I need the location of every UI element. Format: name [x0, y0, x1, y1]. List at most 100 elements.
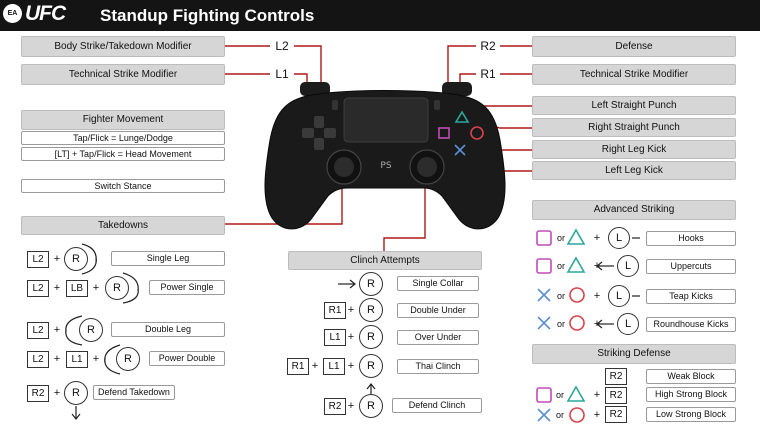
plus-sign: + [53, 353, 61, 365]
right-stick-icon: R [359, 354, 383, 378]
plus-sign: + [347, 331, 355, 343]
touchpad [343, 97, 429, 143]
movement-line-1: Tap/Flick = Lunge/Dodge [21, 131, 225, 145]
triangle-button-icon [566, 228, 586, 245]
cross-button-icon [454, 144, 466, 156]
square-button-icon [536, 258, 552, 274]
double-under-label: Double Under [397, 303, 479, 318]
switch-stance-label: Switch Stance [21, 179, 225, 193]
over-under-label: Over Under [397, 330, 479, 345]
plus-sign: + [311, 360, 319, 372]
takedown-key: L2 [27, 280, 49, 297]
right-stick-icon: R [359, 394, 383, 418]
triangle-button-icon [454, 110, 470, 123]
plus-sign: + [53, 253, 61, 265]
triangle-button-label: Right Straight Punch [532, 118, 736, 137]
r1-bumper [442, 82, 472, 96]
cross-button-icon [537, 408, 551, 422]
left-stick-icon: L [617, 313, 639, 335]
plus-sign: + [593, 389, 601, 401]
ps4-controller: PS [264, 82, 506, 230]
right-stick-icon [409, 149, 445, 185]
or-text: or [556, 410, 565, 420]
takedown-key: LB [66, 280, 88, 297]
takedown-key: L1 [66, 351, 88, 368]
square-button-label: Left Straight Punch [532, 96, 736, 115]
double-leg-label: Double Leg [111, 322, 225, 337]
clinch-key: R1 [324, 302, 346, 319]
cross-button-label: Left Leg Kick [532, 161, 736, 180]
right-stick-icon: R [359, 325, 383, 349]
r1-label: Technical Strike Modifier [532, 64, 736, 85]
triangle-button-icon [566, 385, 586, 402]
plus-sign: + [593, 260, 601, 272]
l1-line-right [294, 73, 308, 92]
l2-button-label: L2 [275, 39, 289, 53]
circle-button-icon [470, 126, 484, 140]
circle-button-label: Right Leg Kick [532, 140, 736, 159]
circle-button-icon [569, 287, 585, 303]
l1-button-label: L1 [275, 67, 289, 81]
or-text: or [557, 291, 566, 301]
roundhouse-kicks-label: Roundhouse Kicks [646, 317, 736, 332]
page-title: Standup Fighting Controls [100, 6, 315, 25]
right-stick-icon: R [64, 381, 88, 405]
right-stick-line [383, 170, 426, 251]
power-double-label: Power Double [149, 351, 225, 366]
right-stick-icon: R [359, 298, 383, 322]
r2-label: Defense [532, 36, 736, 57]
l2-line-right [294, 45, 322, 90]
right-stick-icon: R [64, 247, 88, 271]
movement-line-2: [LT] + Tap/Flick = Head Movement [21, 147, 225, 161]
square-button-icon [536, 230, 552, 246]
plus-sign: + [593, 232, 601, 244]
options-button [434, 100, 440, 110]
defense-key: R2 [605, 387, 627, 404]
clinch-key: R2 [324, 398, 346, 415]
clinch-key: R1 [287, 358, 309, 375]
ea-logo: EA [3, 4, 22, 23]
dpad-icon [302, 116, 336, 150]
circle-button-icon [569, 407, 585, 423]
thai-clinch-label: Thai Clinch [397, 359, 479, 374]
takedown-key: R2 [27, 385, 49, 402]
r2-line-left [447, 45, 476, 90]
l2-label: Body Strike/Takedown Modifier [21, 36, 225, 57]
square-line [441, 105, 532, 132]
power-single-label: Power Single [149, 280, 225, 295]
striking-defense-title: Striking Defense [532, 344, 736, 364]
plus-sign: + [53, 387, 61, 399]
uppercuts-label: Uppercuts [646, 259, 736, 274]
takedowns-title: Takedowns [21, 216, 225, 235]
plus-sign: + [593, 290, 601, 302]
single-collar-label: Single Collar [397, 276, 479, 291]
left-stick-icon: L [608, 285, 630, 307]
plus-sign: + [593, 409, 601, 421]
plus-sign: + [593, 318, 601, 330]
triangle-button-icon [566, 256, 586, 273]
header-bar [0, 0, 760, 31]
circle-line [479, 133, 532, 151]
left-stick-cap [334, 157, 354, 177]
plus-sign: + [347, 304, 355, 316]
left-stick-icon: L [608, 227, 630, 249]
defend-clinch-label: Defend Clinch [392, 398, 482, 413]
fighter-movement-title: Fighter Movement [21, 110, 225, 130]
plus-sign: + [53, 282, 61, 294]
or-text: or [557, 319, 566, 329]
l1-label: Technical Strike Modifier [21, 64, 225, 85]
right-stick-icon: R [105, 276, 129, 300]
r2-button-label: R2 [480, 39, 496, 53]
clinch-key: L1 [324, 329, 346, 346]
defense-key: R2 [605, 368, 627, 385]
ufc-logo: UFC [25, 2, 66, 25]
cross-button-icon [537, 316, 551, 330]
left-stick-icon [326, 149, 362, 185]
left-stick-icon: L [617, 255, 639, 277]
right-stick-cap [417, 157, 437, 177]
circle-button-icon [569, 315, 585, 331]
ps-logo: PS [380, 161, 391, 171]
up-arrow-head [366, 383, 376, 390]
high-strong-block-label: High Strong Block [646, 387, 736, 402]
